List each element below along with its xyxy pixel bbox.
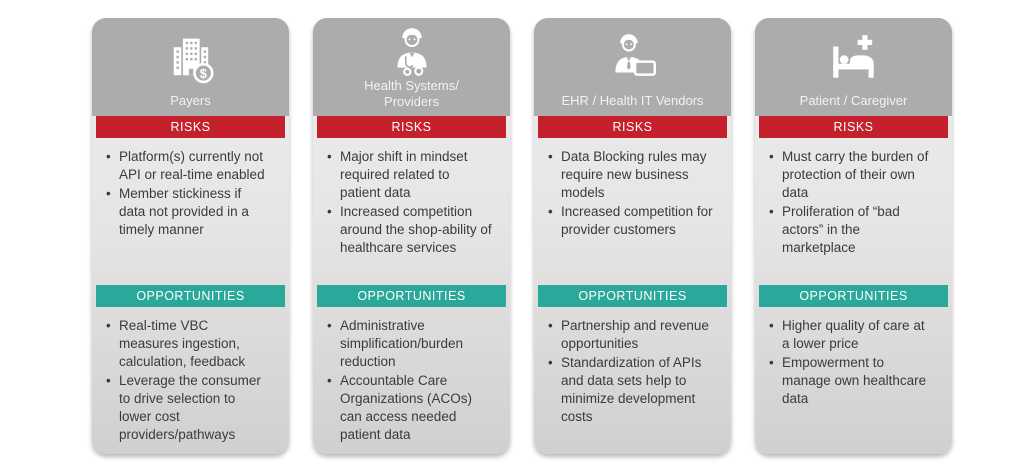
cards-row: $ Payers RISKS Platform(s) currently not… — [92, 18, 952, 454]
card-title: Patient / Caregiver — [799, 92, 908, 108]
opportunity-item: Leverage the consumer to drive selection… — [104, 372, 271, 444]
opportunities-bar: OPPORTUNITIES — [759, 285, 948, 307]
opportunity-item: Real-time VBC measures ingestion, calcul… — [104, 317, 271, 371]
opportunity-item: Standardization of APIs and data sets he… — [546, 354, 713, 426]
risks-list: Major shift in mindset required related … — [313, 138, 510, 285]
risk-item: Increased competition around the shop-ab… — [325, 203, 492, 257]
card-title: EHR / Health IT Vendors — [561, 92, 704, 108]
risk-item: Proliferation of “bad actors” in the mar… — [767, 203, 934, 257]
risk-item: Data Blocking rules may require new busi… — [546, 148, 713, 202]
opportunity-item: Accountable Care Organizations (ACOs) ca… — [325, 372, 492, 444]
opportunities-bar: OPPORTUNITIES — [538, 285, 727, 307]
risk-item: Increased competition for provider custo… — [546, 203, 713, 239]
opportunity-item: Higher quality of care at a lower price — [767, 317, 934, 353]
stakeholder-card-patient-caregiver: Patient / Caregiver RISKS Must carry the… — [755, 18, 952, 454]
opportunity-item: Administrative simplification/burden red… — [325, 317, 492, 371]
stakeholder-card-health-systems-providers: Health Systems/ Providers RISKS Major sh… — [313, 18, 510, 454]
stakeholder-card-ehr-health-it-vendors: EHR / Health IT Vendors RISKS Data Block… — [534, 18, 731, 454]
card-title: Payers — [170, 92, 211, 108]
card-title: Health Systems/ Providers — [364, 78, 459, 110]
stakeholder-card-payers: $ Payers RISKS Platform(s) currently not… — [92, 18, 289, 454]
opportunities-bar: OPPORTUNITIES — [96, 285, 285, 307]
opportunities-list: Partnership and revenue opportunities St… — [534, 307, 731, 454]
svg-text:$: $ — [199, 66, 206, 81]
payers-building-dollar-icon: $ — [163, 18, 219, 93]
risks-bar: RISKS — [96, 116, 285, 138]
risks-bar: RISKS — [317, 116, 506, 138]
risk-item: Major shift in mindset required related … — [325, 148, 492, 202]
card-header-patient: Patient / Caregiver — [755, 18, 952, 116]
opportunity-item: Empowerment to manage own healthcare dat… — [767, 354, 934, 408]
risks-bar: RISKS — [759, 116, 948, 138]
card-header-payers: $ Payers — [92, 18, 289, 116]
opportunity-item: Partnership and revenue opportunities — [546, 317, 713, 353]
vendor-person-tablet-icon — [605, 18, 661, 93]
card-header-ehr-vendors: EHR / Health IT Vendors — [534, 18, 731, 116]
opportunities-list: Higher quality of care at a lower price … — [755, 307, 952, 454]
risks-list: Data Blocking rules may require new busi… — [534, 138, 731, 285]
risk-item: Must carry the burden of protection of t… — [767, 148, 934, 202]
risk-item: Member stickiness if data not provided i… — [104, 185, 271, 239]
doctor-icon — [385, 18, 439, 78]
risks-list: Platform(s) currently not API or real-ti… — [92, 138, 289, 285]
patient-bed-icon — [825, 18, 883, 93]
risks-bar: RISKS — [538, 116, 727, 138]
risks-list: Must carry the burden of protection of t… — [755, 138, 952, 285]
opportunities-list: Real-time VBC measures ingestion, calcul… — [92, 307, 289, 454]
card-header-health-systems: Health Systems/ Providers — [313, 18, 510, 116]
opportunities-bar: OPPORTUNITIES — [317, 285, 506, 307]
opportunities-list: Administrative simplification/burden red… — [313, 307, 510, 454]
risk-item: Platform(s) currently not API or real-ti… — [104, 148, 271, 184]
